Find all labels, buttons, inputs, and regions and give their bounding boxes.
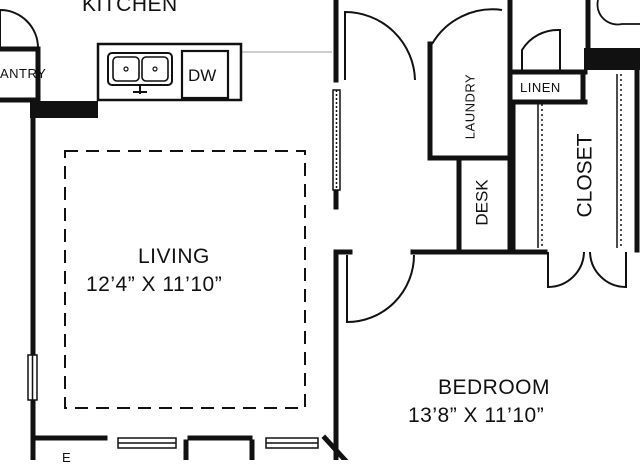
pantry-door-swing (0, 8, 39, 49)
bottom-wall-right (321, 434, 349, 460)
counter-outline (96, 42, 243, 102)
linen-door-swing (521, 28, 561, 72)
sink-drain-right (152, 66, 158, 72)
windows (27, 89, 341, 449)
linen-label: LINEN (520, 80, 561, 95)
bedroom-dimensions: 13’8” X 11’10” (408, 404, 545, 427)
bedroom-door-swing (346, 254, 415, 324)
living-dimensions: 12’4” X 11’10” (86, 273, 223, 296)
living-rug-outline (64, 150, 306, 409)
closet-rods (537, 74, 622, 248)
closet-door-right (589, 251, 627, 289)
bedroom-label: BEDROOM (438, 376, 551, 399)
sink-basin-right (141, 56, 169, 82)
bottom-room-label: E (62, 450, 72, 465)
desk-label: DESK (472, 179, 492, 226)
doors (0, 0, 640, 324)
closet-wall-block (584, 48, 640, 70)
living-label: LIVING (138, 245, 210, 268)
laundry-label: LAUNDRY (462, 73, 478, 140)
pantry-label: ANTRY (0, 66, 47, 81)
kitchen-wall-block (30, 101, 98, 118)
kitchen-label: KITCHEN (82, 0, 178, 16)
dishwasher-label: DW (188, 66, 217, 85)
sink-drain-left (123, 66, 129, 72)
bath-door-swing (344, 10, 416, 81)
closet-label: CLOSET (573, 133, 597, 218)
closet-door-left (547, 251, 585, 289)
laundry-door-swing (431, 8, 503, 45)
dishwasher-box (180, 49, 230, 100)
sink-basin-left (112, 56, 140, 82)
tub-outline (596, 0, 640, 26)
kitchen-counter (96, 42, 243, 102)
